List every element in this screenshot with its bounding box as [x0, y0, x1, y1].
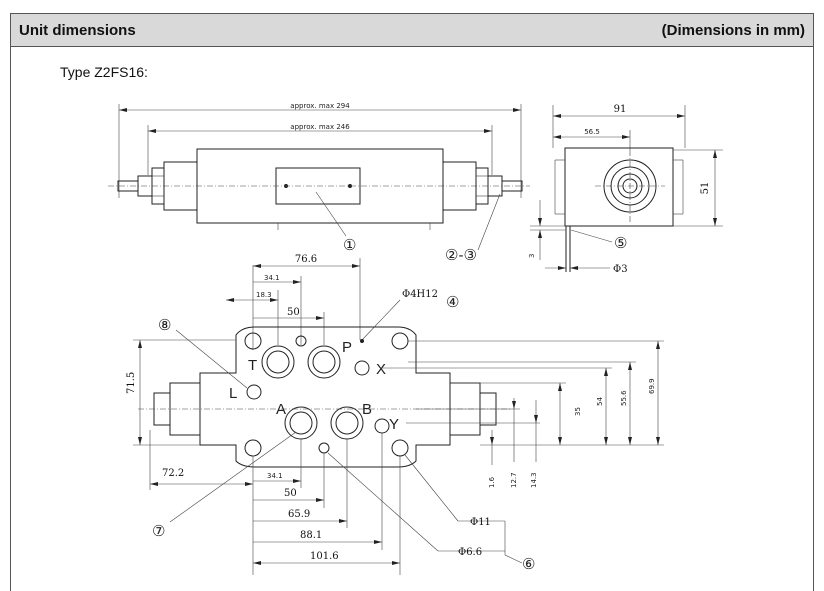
dim-phi11: Φ11: [470, 517, 491, 528]
port-l: L: [229, 385, 237, 402]
dim-101-6: 101.6: [310, 551, 339, 562]
dim-65-9: 65.9: [288, 509, 310, 520]
port-y: Y: [389, 416, 399, 433]
top-view: approx. max 294 approx. max 246 ①: [108, 102, 530, 264]
dim-50b: 50: [284, 488, 297, 499]
port-p: P: [342, 339, 352, 356]
dim-54: 54: [596, 397, 604, 406]
dim-14-3: 14.3: [530, 472, 538, 488]
dim-18-3: 18.3: [256, 291, 272, 299]
dim-88-1: 88.1: [300, 530, 322, 541]
callout-1: ①: [343, 237, 356, 254]
dim-phi6-6: Φ6.6: [458, 547, 482, 558]
callout-7: ⑦: [152, 523, 165, 540]
dim-phi3: Φ3: [613, 264, 628, 275]
callout-5: ⑤: [614, 235, 627, 252]
dim-12-7: 12.7: [510, 472, 518, 488]
dim-72-2: 72.2: [162, 468, 184, 479]
dim-35: 35: [574, 407, 582, 416]
callout-6: ⑥: [522, 556, 535, 573]
units-note: (Dimensions in mm): [661, 22, 805, 39]
dim-91: 91: [614, 104, 627, 115]
type-label: Type Z2FS16:: [60, 64, 148, 80]
port-a: A: [276, 401, 286, 418]
dim-69-9: 69.9: [648, 378, 656, 394]
port-b: B: [362, 401, 372, 418]
unit-dimensions-panel: Unit dimensions (Dimensions in mm): [10, 13, 814, 591]
bottom-view: 76.6 34.1 18.3 50 Φ4H12 ④: [126, 254, 664, 575]
side-view: 91 56.5 51 3: [528, 104, 723, 275]
dim-51: 51: [700, 182, 711, 195]
callout-8: ⑧: [158, 317, 171, 334]
section-header: Unit dimensions (Dimensions in mm): [11, 14, 813, 47]
callout-2-3: ②-③: [445, 247, 477, 264]
dim-3: 3: [528, 254, 536, 258]
dim-inner: approx. max 246: [290, 123, 350, 131]
dim-overall: approx. max 294: [290, 102, 350, 110]
dim-1-6: 1.6: [488, 476, 496, 488]
dim-34-1b: 34.1: [267, 472, 283, 480]
dim-phi4h12: Φ4H12: [402, 289, 438, 300]
dim-55-6: 55.6: [620, 390, 628, 406]
dim-34-1: 34.1: [264, 274, 280, 282]
dim-71-5: 71.5: [126, 372, 137, 394]
port-t: T: [248, 357, 257, 374]
section-title: Unit dimensions: [19, 22, 136, 39]
port-x: X: [376, 361, 386, 378]
callout-4: ④: [446, 294, 459, 311]
dim-50: 50: [287, 307, 300, 318]
dim-56-5: 56.5: [584, 128, 600, 136]
dim-76-6: 76.6: [295, 254, 317, 265]
